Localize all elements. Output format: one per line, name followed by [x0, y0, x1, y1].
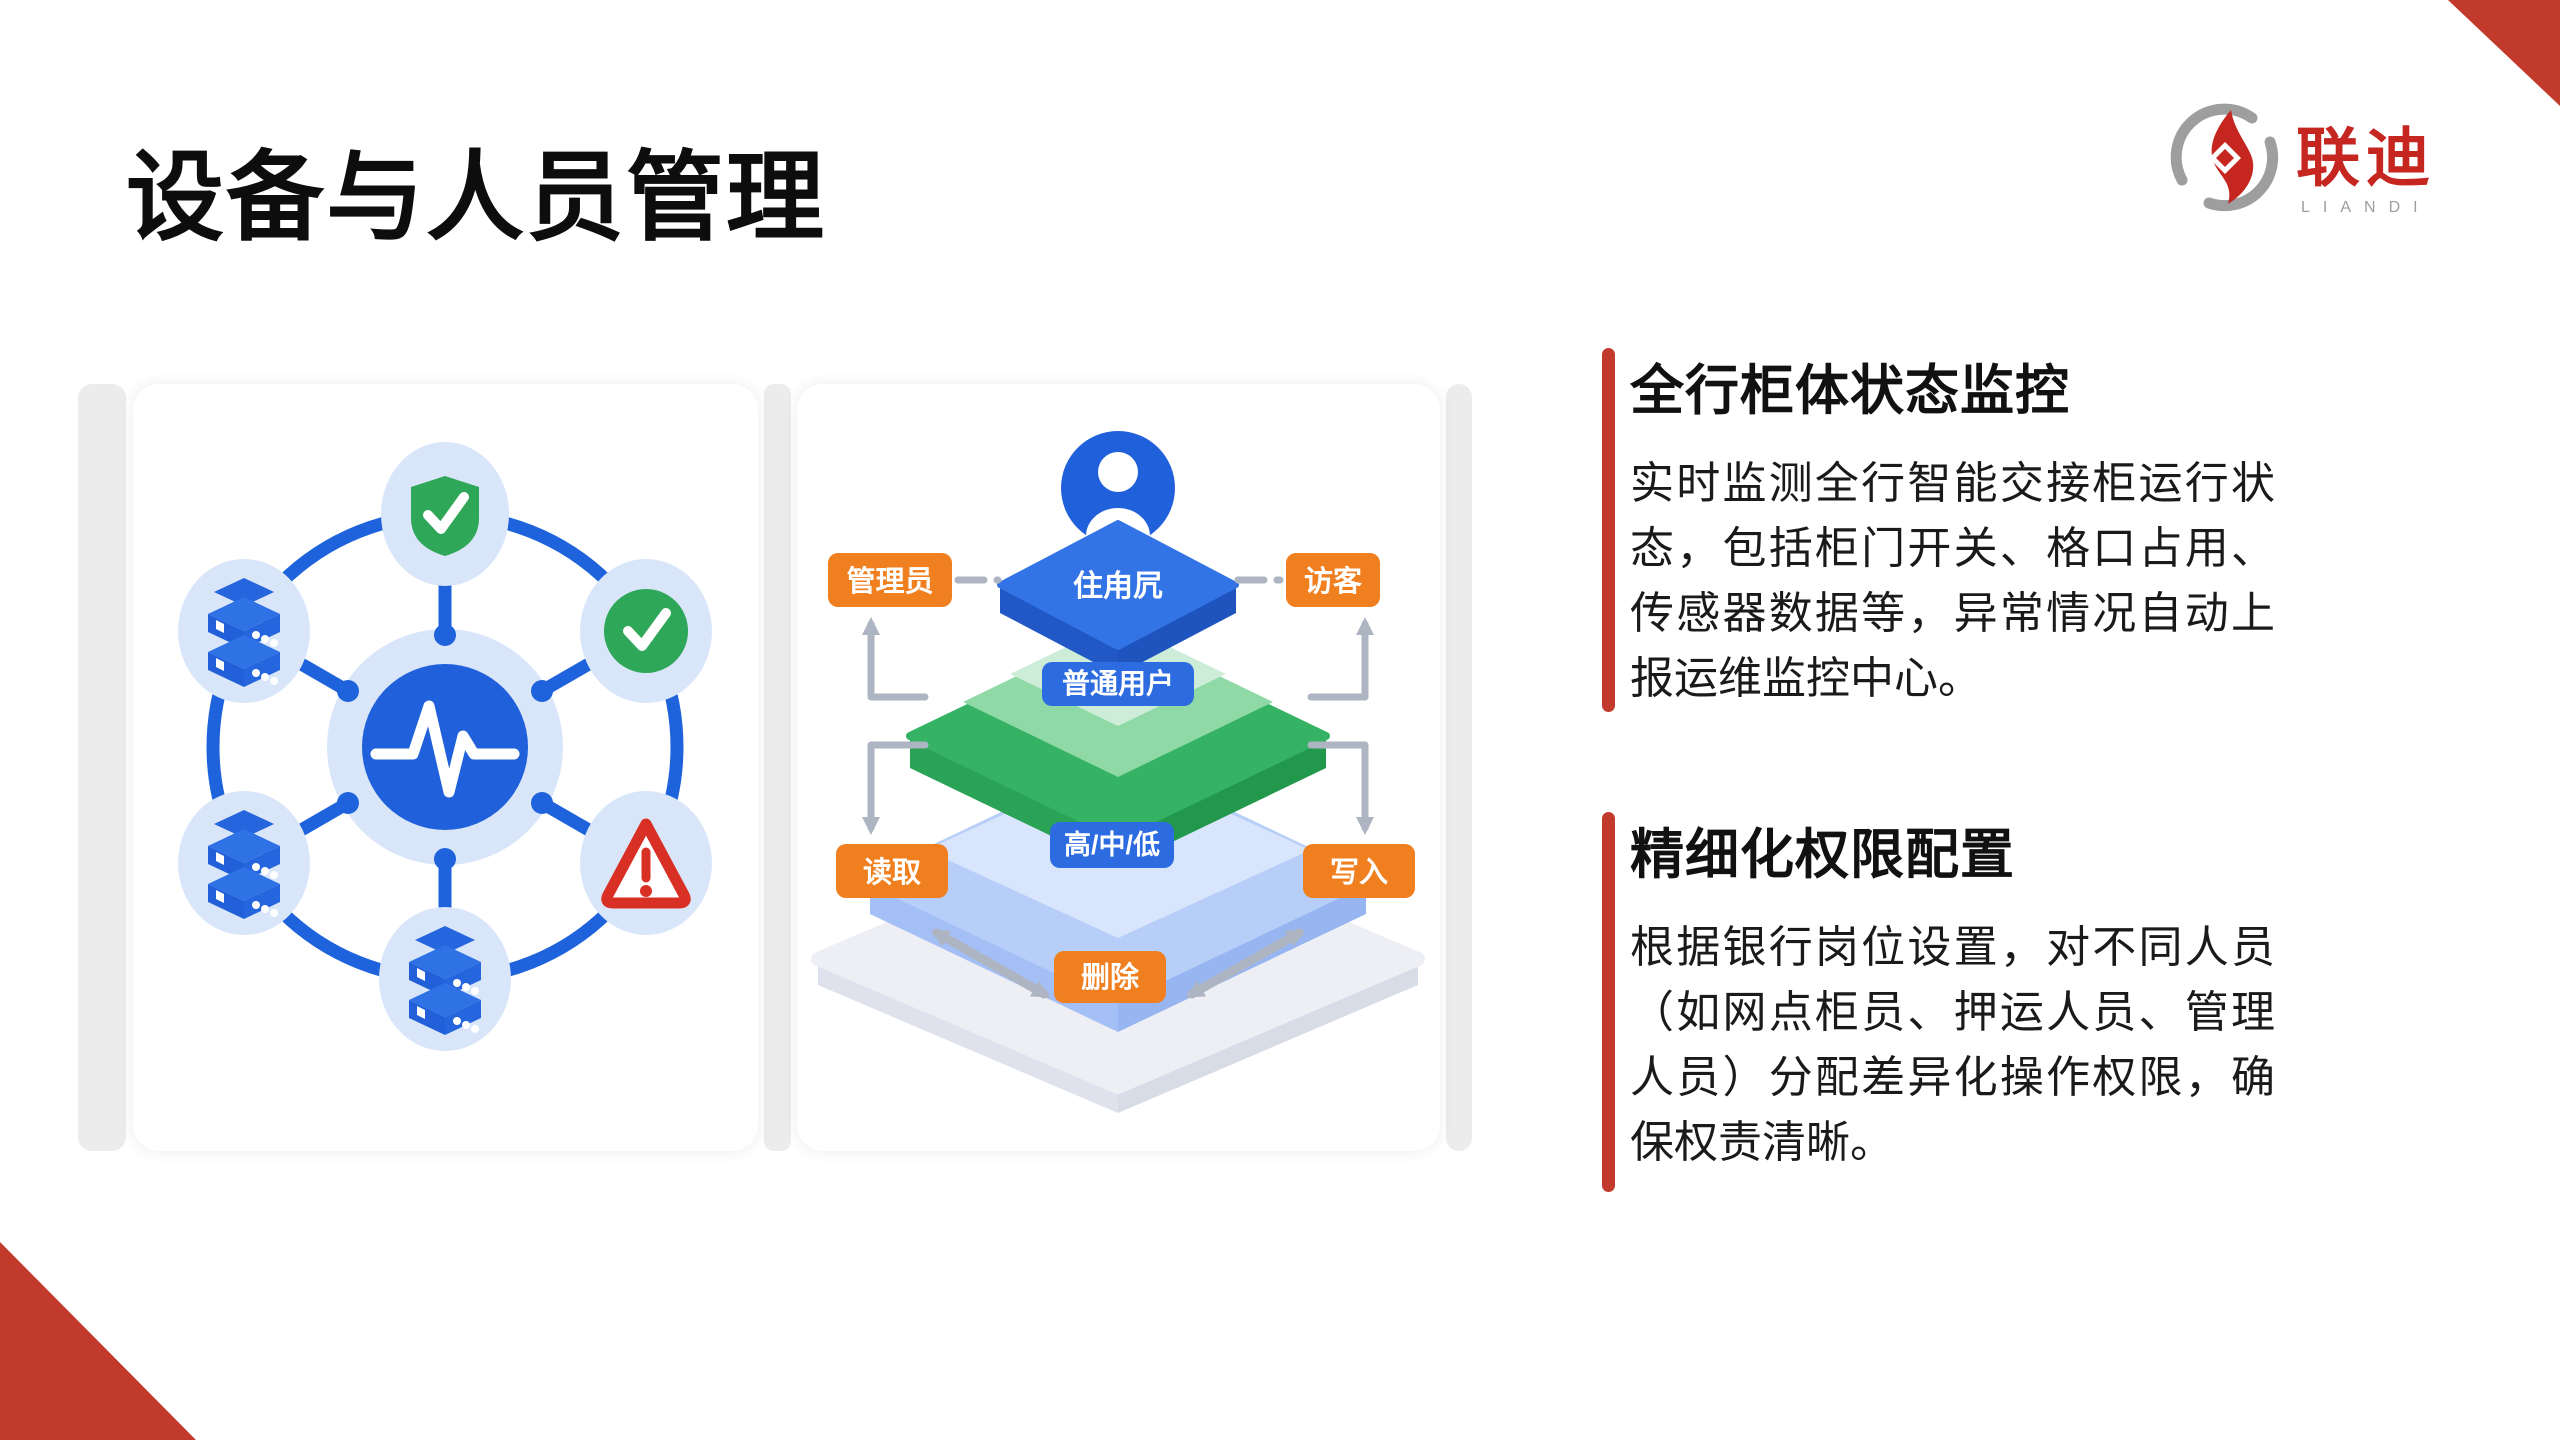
admin-label: 管理员	[846, 564, 933, 598]
section-cabinet-monitoring: 全行柜体状态监控 实时监测全行智能交接柜运行状态，包括柜门开关、格口占用、传感器…	[1602, 346, 2402, 714]
page-title: 设备与人员管理	[126, 142, 827, 252]
section-permission-config: 精细化权限配置 根据银行岗位设置，对不同人员（如网点柜员、押运人员、管理人员）分…	[1602, 810, 2402, 1194]
company-logo: 联迪 LIANDI	[2168, 98, 2480, 222]
warning-triangle-icon	[601, 818, 691, 909]
level-pills: 普通用户 高/中/低	[1042, 662, 1194, 868]
section-heading: 全行柜体状态监控	[1630, 361, 2070, 421]
level-label: 高/中/低	[1064, 829, 1160, 860]
delete-label: 删除	[1081, 960, 1140, 994]
illustration-gallery: 住甪凥 管理员 访客	[0, 384, 2560, 1151]
section-body: 实时监测全行智能交接柜运行状态，包括柜门开关、格口占用、传感器数据等，异常情况自…	[1630, 459, 2275, 703]
corner-accent-bottom-left	[0, 1242, 196, 1440]
gallery-gap	[764, 384, 791, 1151]
network-monitoring-card	[133, 384, 758, 1151]
pyramid-layer-user	[906, 622, 1330, 868]
section-body: 根据银行岗位设置，对不同人员（如网点柜员、押运人员、管理人员）分配差异化操作权限…	[1630, 923, 2275, 1167]
brand-subtitle: LIANDI	[2301, 199, 2431, 216]
connectors	[862, 576, 1374, 999]
section-accent-bar	[1602, 812, 1615, 1192]
top-role-label: 住甪凥	[1073, 570, 1163, 603]
gallery-edge-right	[1446, 384, 1472, 1151]
shield-check-icon	[411, 476, 479, 556]
pulse-monitor-icon	[362, 664, 528, 830]
role-labels: 管理员 访客 读取 写入 删除	[828, 553, 1415, 1003]
flame-logo-icon	[2170, 103, 2279, 212]
permission-pyramid-card: 住甪凥 管理员 访客	[797, 384, 1440, 1151]
spoke-dots	[337, 624, 553, 870]
brand-name: 联迪	[2296, 122, 2436, 194]
check-circle-icon	[604, 589, 688, 673]
corner-accent-top-right	[2448, 0, 2560, 106]
pyramid-layer-top: 住甪凥	[997, 520, 1239, 675]
read-label: 读取	[863, 856, 921, 889]
guest-label: 访客	[1304, 564, 1363, 598]
gallery-edge-left	[78, 384, 126, 1151]
user-label: 普通用户	[1062, 667, 1174, 699]
write-label: 写入	[1330, 857, 1388, 889]
section-heading: 精细化权限配置	[1630, 825, 2015, 885]
section-accent-bar	[1602, 348, 1615, 712]
